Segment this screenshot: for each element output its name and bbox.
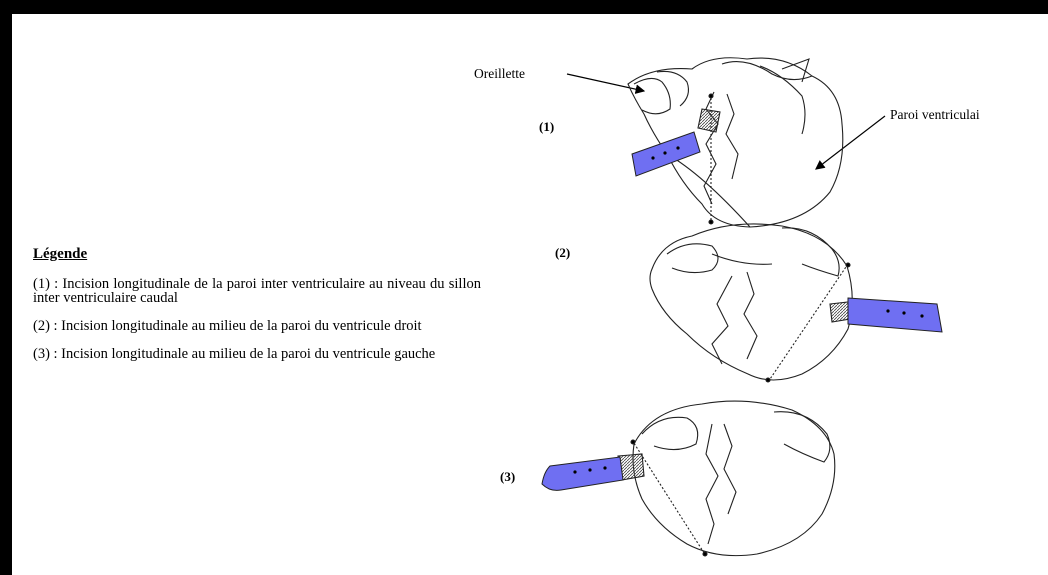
heart-1-number: (1) (539, 119, 554, 134)
oreillette-pointer-arrow (567, 74, 644, 91)
heart-2-drawing (650, 224, 852, 382)
figure-frame: Légende (1) : Incision longitudinale de … (12, 14, 1048, 575)
heart-2-number: (2) (555, 245, 570, 260)
heart-incision-illustration: Oreillette Paroi ventriculai (1) (2) (3) (12, 14, 1048, 575)
label-oreillette: Oreillette (474, 66, 525, 81)
knife-2 (848, 298, 942, 332)
label-paroi-ventriculaire: Paroi ventriculai (890, 107, 980, 122)
paroi-pointer-arrow (816, 116, 885, 169)
heart-1-drawing (628, 58, 843, 227)
knife-3 (542, 457, 623, 490)
heart-3-drawing (618, 401, 835, 556)
heart-3-number: (3) (500, 469, 515, 484)
